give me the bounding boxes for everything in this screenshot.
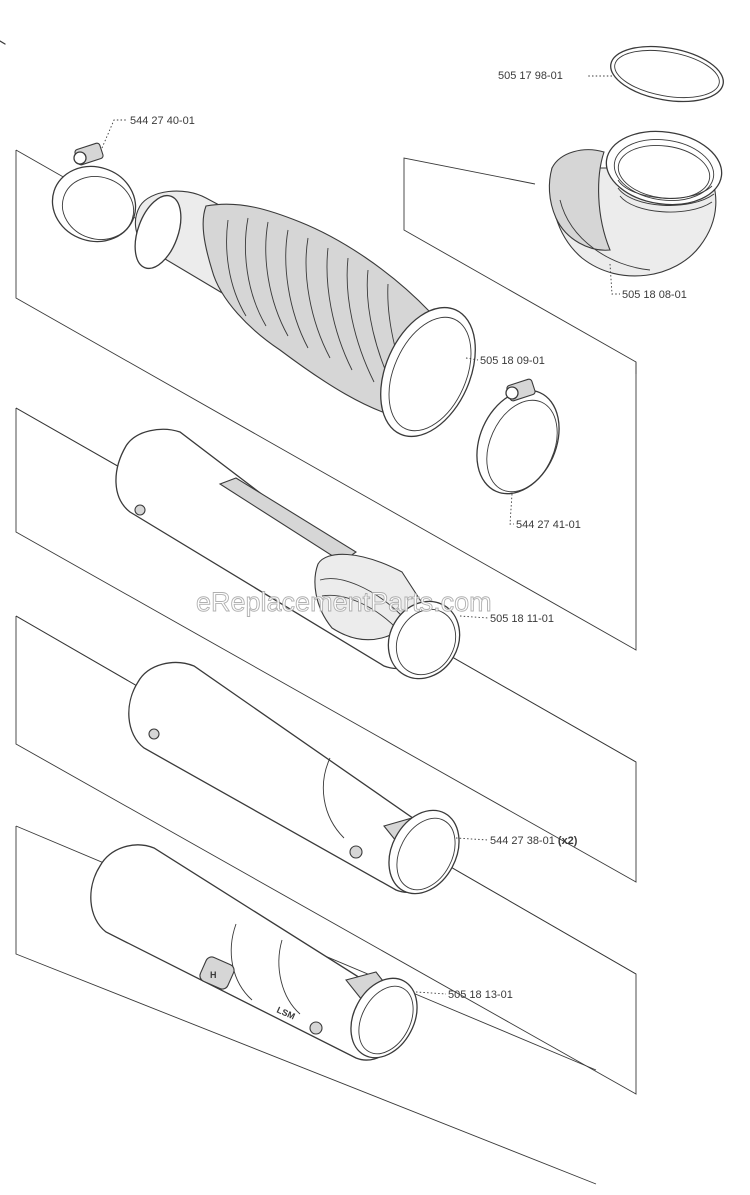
tube-3-logo-stamp: H [210, 970, 217, 980]
tube-3-part: H LSM [90, 844, 418, 1061]
leader-tube-1 [459, 615, 489, 619]
plane-1 [15, 150, 637, 651]
tube-2-part [128, 661, 460, 895]
ring-part [610, 45, 724, 103]
label-bellows: 505 18 09-01 [480, 355, 545, 367]
corner-mark [0, 40, 6, 45]
label-tube-2: 544 27 38-01 (x2) [490, 835, 578, 847]
label-clamp-mid: 544 27 41-01 [516, 519, 581, 531]
elbow-assembly [403, 130, 723, 374]
leader-elbow [609, 263, 620, 295]
label-tube-1: 505 18 11-01 [490, 613, 554, 625]
watermark: eReplacementParts.com [196, 587, 492, 617]
plane-4 [15, 826, 597, 1185]
bellows-part [134, 190, 476, 438]
clamp-top-part [51, 142, 137, 243]
label-tube-3: 505 18 13-01 [448, 989, 513, 1001]
label-ring: 505 17 98-01 [498, 70, 563, 82]
clamp-mid-part [476, 378, 560, 495]
leader-clamp-mid [509, 493, 514, 525]
leader-clamp-top [101, 119, 126, 149]
label-clamp-top: 544 27 40-01 [130, 115, 195, 127]
leader-tube-2 [455, 837, 489, 841]
leader-tube-3 [415, 991, 447, 995]
label-elbow: 505 18 08-01 [622, 289, 687, 301]
label-tube-2-qty: (x2) [558, 835, 578, 847]
tube-1-part [115, 428, 461, 680]
